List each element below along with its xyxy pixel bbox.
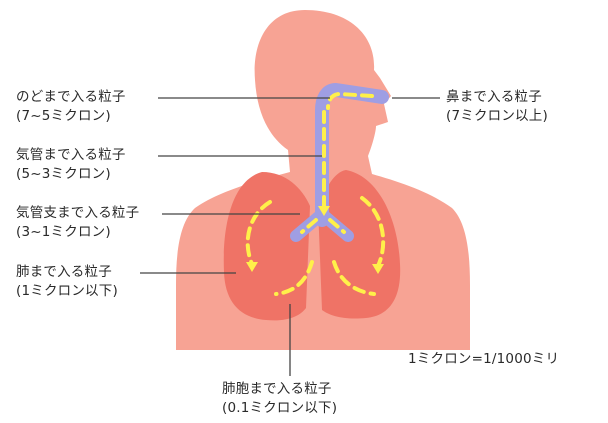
lungs-title: 肺まで入る粒子 [16, 263, 118, 282]
label-bronchi: 気管支まで入る粒子 (3~1ミクロン) [16, 204, 139, 242]
bronchi-size: (3~1ミクロン) [16, 223, 139, 242]
label-nose: 鼻まで入る粒子 (7ミクロン以上) [446, 88, 548, 126]
label-alveoli: 肺胞まで入る粒子 (0.1ミクロン以下) [222, 380, 337, 418]
alveoli-size: (0.1ミクロン以下) [222, 399, 337, 418]
nose-title: 鼻まで入る粒子 [446, 88, 548, 107]
unit-note: 1ミクロン=1/1000ミリ [408, 350, 559, 369]
trachea-size: (5~3ミクロン) [16, 165, 126, 184]
label-throat: のどまで入る粒子 (7~5ミクロン) [16, 88, 126, 126]
left-lung [224, 172, 310, 320]
throat-title: のどまで入る粒子 [16, 88, 126, 107]
alveoli-title: 肺胞まで入る粒子 [222, 380, 337, 399]
label-trachea: 気管まで入る粒子 (5~3ミクロン) [16, 146, 126, 184]
lungs-size: (1ミクロン以下) [16, 282, 118, 301]
trachea-title: 気管まで入る粒子 [16, 146, 126, 165]
nose-size: (7ミクロン以上) [446, 107, 548, 126]
label-lungs: 肺まで入る粒子 (1ミクロン以下) [16, 263, 118, 301]
throat-size: (7~5ミクロン) [16, 107, 126, 126]
bronchi-title: 気管支まで入る粒子 [16, 204, 139, 223]
